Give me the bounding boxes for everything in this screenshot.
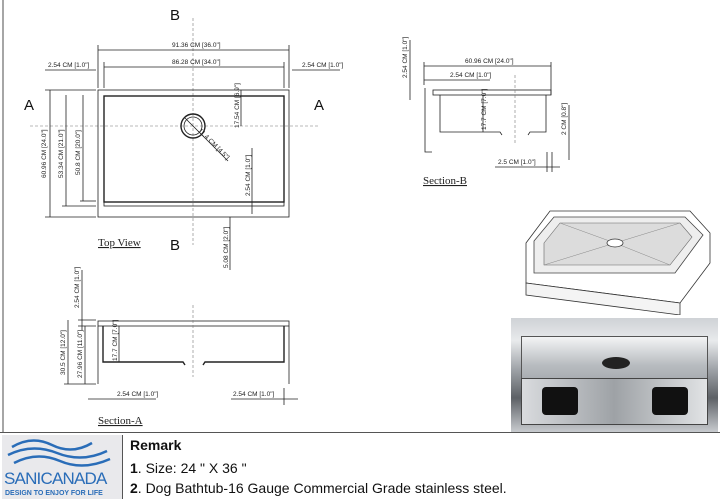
dim-a-inner-height: 27.96 CM [11.0"] — [77, 330, 84, 378]
logo-name: SANICANADA — [4, 469, 107, 488]
dim-drain-diameter: 11.4 CM [4.5"] — [197, 127, 231, 161]
product-photo — [511, 318, 718, 432]
dim-right-flange: 2.54 CM [1.0"] — [302, 62, 344, 69]
dim-a-left-flange: 2.54 CM [1.0"] — [117, 391, 159, 398]
drain-icon — [180, 113, 206, 139]
dim-b-top: 2.54 CM [1.0"] — [402, 36, 409, 78]
section-a: 2.54 CM [1.0"] 30.5 CM [12.0"] 27.96 CM … — [60, 266, 298, 427]
section-marker-b-bottom: B — [170, 237, 180, 254]
remark-item: 2. Dog Bathtub-16 Gauge Commercial Grade… — [130, 480, 507, 496]
dim-drain-offset: 17.54 CM [6.9"] — [234, 83, 241, 128]
sink-outline — [97, 89, 290, 218]
top-view: B B A A 91.36 CM [36.0"] 86.28 CM [34.0"… — [24, 7, 344, 270]
remark-panel: SANICANADA DESIGN TO ENJOY FOR LIFE Rema… — [0, 432, 720, 501]
remark-item: 1. Size: 24 " X 36 " — [130, 460, 247, 476]
3d-render — [520, 203, 718, 315]
dim-front-apron: 5.08 CM [2.0"] — [223, 226, 230, 268]
section-a-label: Section-A — [98, 415, 143, 427]
dim-a-right-flange: 2.54 CM [1.0"] — [233, 391, 275, 398]
remark-title: Remark — [130, 437, 182, 453]
front-ledge — [103, 201, 285, 207]
technical-drawing: B B A A 91.36 CM [36.0"] 86.28 CM [34.0"… — [2, 0, 570, 432]
dim-inner-width: 50.8 CM [20.0"] — [75, 130, 82, 175]
sanicanada-logo: SANICANADA DESIGN TO ENJOY FOR LIFE — [2, 435, 123, 499]
dim-left-flange: 2.54 CM [1.0"] — [48, 62, 90, 69]
basin-outline — [103, 95, 285, 203]
dim-inner-length: 86.28 CM [34.0"] — [172, 59, 221, 66]
dim-overall-length: 91.36 CM [36.0"] — [172, 42, 221, 49]
dim-b-depth: 17.7 CM [7.0"] — [481, 88, 488, 130]
section-marker-a-right: A — [314, 97, 324, 114]
top-view-label: Top View — [98, 237, 141, 249]
waves-icon — [7, 439, 111, 467]
section-b-label: Section-B — [423, 175, 467, 187]
dim-b-width: 60.96 CM [24.0"] — [465, 58, 514, 65]
dim-overall-width: 60.96 CM [24.0"] — [41, 129, 48, 178]
dim-front-ledge: 2.54 CM [1.0"] — [245, 154, 252, 196]
drain-icon — [602, 357, 630, 369]
logo-tagline: DESIGN TO ENJOY FOR LIFE — [5, 490, 103, 497]
dim-b-lip-width: 2.5 CM [1.0"] — [498, 159, 536, 166]
dim-a-top: 2.54 CM [1.0"] — [74, 266, 81, 308]
dim-b-lip-height: 2 CM [0.8"] — [561, 103, 568, 135]
section-b: 60.96 CM [24.0"] 2.54 CM [1.0"] 2.54 CM … — [402, 36, 570, 187]
dim-width-2: 53.34 CM [21.0"] — [58, 129, 65, 178]
dim-a-overall-height: 30.5 CM [12.0"] — [60, 330, 67, 375]
dim-b-flange: 2.54 CM [1.0"] — [450, 72, 492, 79]
dim-a-depth: 17.7 CM [7.0"] — [112, 319, 119, 361]
section-marker-b-top: B — [170, 7, 180, 24]
section-marker-a-left: A — [24, 97, 34, 114]
